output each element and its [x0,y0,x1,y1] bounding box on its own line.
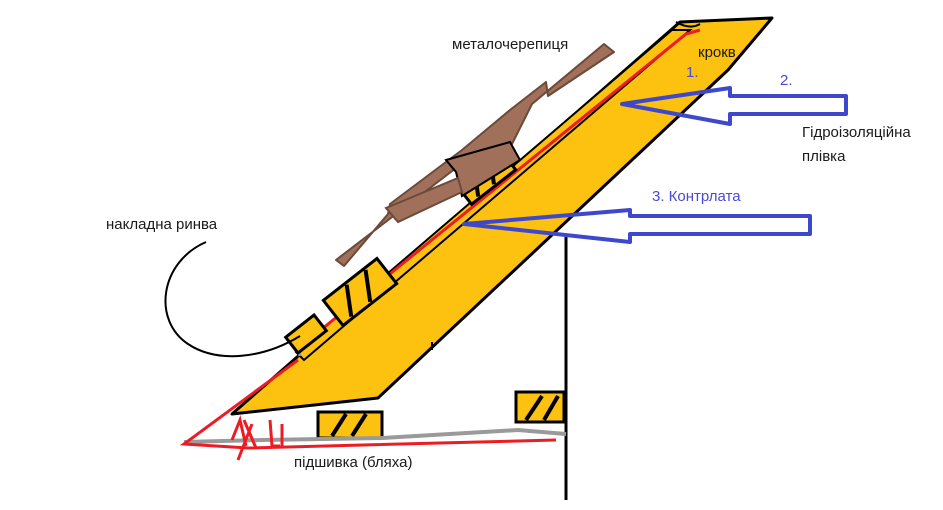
batten-middle [321,256,399,328]
label-number-2: 2. [780,72,793,89]
eave-red-scribble [230,414,284,461]
counter-batten-strip [294,29,693,362]
label-number-1: 1. [686,64,699,81]
label-soffit: підшивка (бляха) [294,454,413,471]
waterproofing-membrane [295,28,701,352]
eave-red-outline [179,358,557,450]
soffit-sheet [183,427,567,444]
wall-plate-block [514,390,566,424]
metal-tile-step [444,140,522,198]
label-waterproofing-line2: плівка [802,148,846,165]
label-counter-batten: 3. Контрлата [652,188,741,205]
overlay-gutter-curve [164,241,301,358]
batten-lower [283,312,329,356]
label-metal-tile: металочерепиця [452,36,569,53]
metal-tile-lower [384,176,464,224]
label-rafter: крокв [698,44,736,61]
fascia-block-bottom [316,410,384,440]
label-overlay-gutter: накладна ринва [106,216,218,233]
arrow-counter-batten [462,208,812,244]
label-waterproofing-line1: Гідроізоляційна [802,124,911,141]
arrow-waterproofing [620,86,848,126]
rafter-notch [675,21,701,28]
